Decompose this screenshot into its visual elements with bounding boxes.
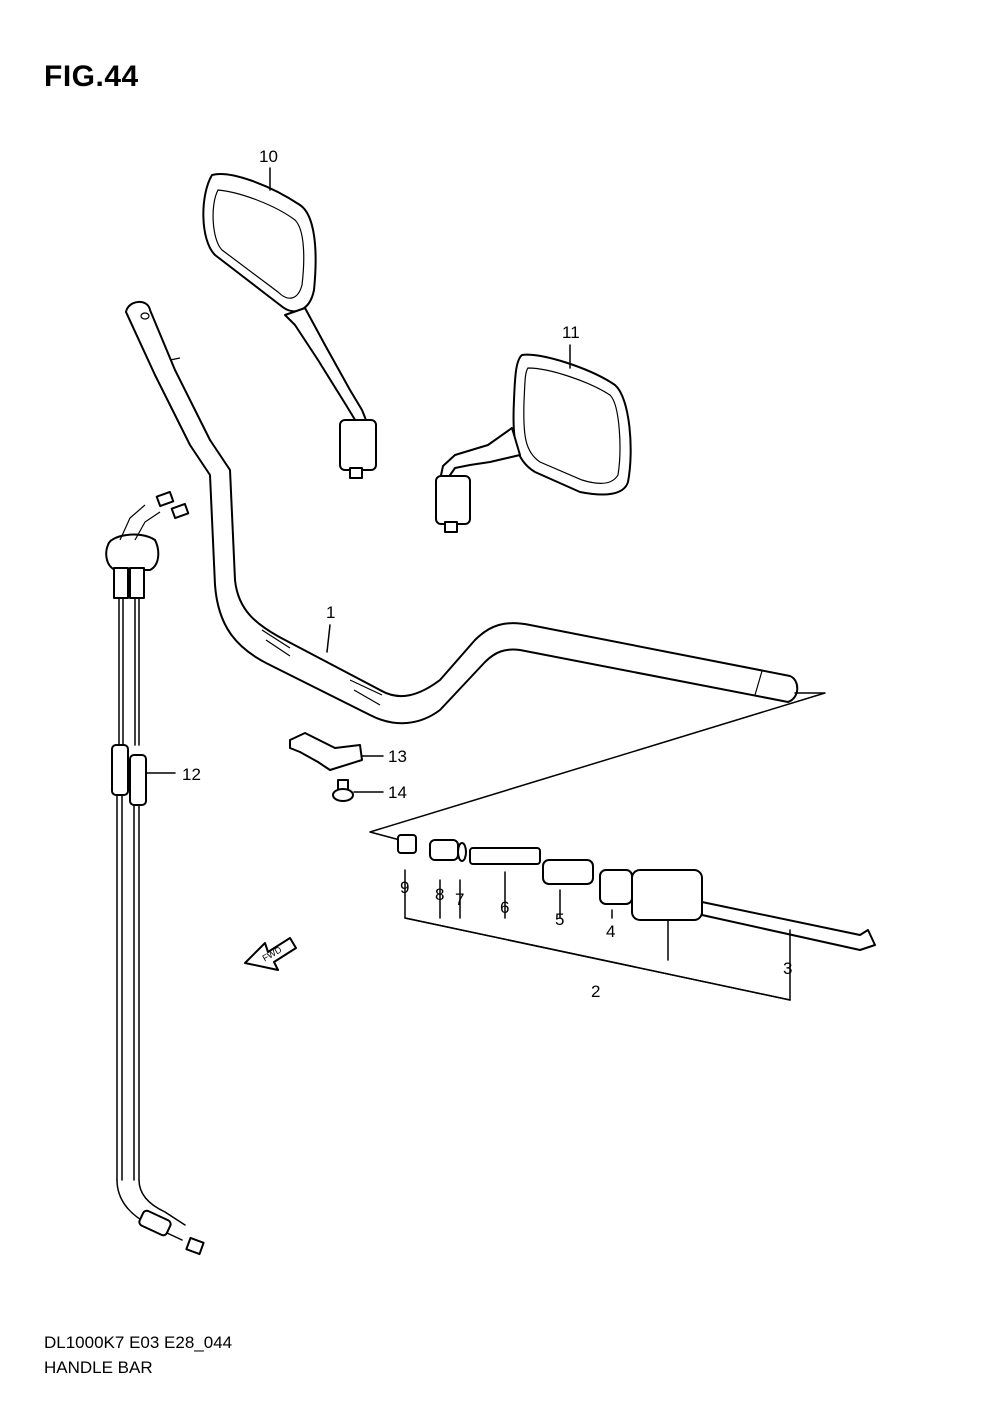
part-9-nut <box>397 834 417 854</box>
callout-11: 11 <box>562 323 580 342</box>
fwd-arrow: FWD <box>244 937 297 971</box>
section-name: HANDLE BAR <box>44 1358 153 1377</box>
figure-title: FIG.44 <box>44 60 139 93</box>
callout-2: 2 <box>591 982 600 1001</box>
part-5-damper <box>542 859 594 885</box>
callout-12: 12 <box>182 765 201 784</box>
callout-6: 6 <box>500 898 509 917</box>
clamp-part <box>289 732 384 771</box>
callout-4: 4 <box>606 922 615 941</box>
left-mirror-part <box>202 167 377 479</box>
callout-7: 7 <box>455 890 464 909</box>
part-3-screw <box>701 901 876 951</box>
callout-10: 10 <box>259 147 278 166</box>
part-4-spacer <box>599 869 633 905</box>
model-code: DL1000K7 E03 E28_044 <box>44 1333 233 1352</box>
callout-9: 9 <box>400 878 409 897</box>
bar-end-assembly <box>397 834 876 1001</box>
callout-14: 14 <box>388 783 407 802</box>
throttle-cable-part <box>105 490 205 1256</box>
part-8-collar <box>429 839 459 861</box>
callout-1: 1 <box>326 603 335 622</box>
callout-8: 8 <box>435 885 444 904</box>
handlebar-part <box>125 301 799 725</box>
part-6-sleeve <box>469 847 541 865</box>
right-mirror-part <box>435 344 632 533</box>
callout-3: 3 <box>783 959 792 978</box>
callout-5: 5 <box>555 910 564 929</box>
part-7-washer <box>457 842 467 862</box>
callout-13: 13 <box>388 747 407 766</box>
explode-line <box>369 692 826 841</box>
bolt-part <box>332 779 384 802</box>
part-2-weight <box>631 869 703 921</box>
